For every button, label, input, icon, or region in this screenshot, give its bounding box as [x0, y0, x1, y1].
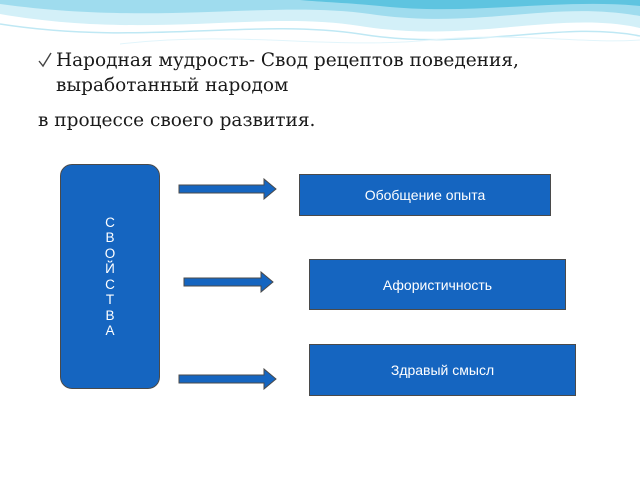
- bullet-text: Народная мудрость- Свод рецептов поведен…: [56, 50, 519, 96]
- right-arrow-icon: [178, 368, 277, 390]
- checkmark-icon: [38, 52, 52, 68]
- box-label: Афористичность: [382, 276, 493, 293]
- properties-letter: О: [104, 245, 116, 261]
- properties-letter: В: [105, 307, 115, 323]
- box-label: Обобщение опыта: [364, 187, 486, 203]
- box-label: Здравый смысл: [390, 362, 495, 378]
- box-common-sense: Здравый смысл: [309, 344, 576, 396]
- right-arrow-icon: [178, 178, 277, 200]
- properties-letter: С: [105, 276, 115, 292]
- properties-letter: А: [105, 323, 115, 338]
- properties-letter: В: [105, 230, 115, 245]
- properties-letter: С: [105, 214, 115, 230]
- properties-letter: Т: [105, 292, 115, 307]
- box-aphoristic: Афористичность: [309, 259, 566, 310]
- properties-letter: Й: [105, 261, 115, 276]
- right-arrow-icon: [183, 271, 274, 293]
- bullet-paragraph: Народная мудрость- Свод рецептов поведен…: [38, 48, 618, 98]
- box-generalization: Обобщение опыта: [299, 174, 551, 216]
- continuation-text: в процессе своего развития.: [38, 110, 316, 131]
- properties-box: С В О Й С Т В А: [60, 164, 160, 389]
- top-wave-decoration: [0, 0, 640, 45]
